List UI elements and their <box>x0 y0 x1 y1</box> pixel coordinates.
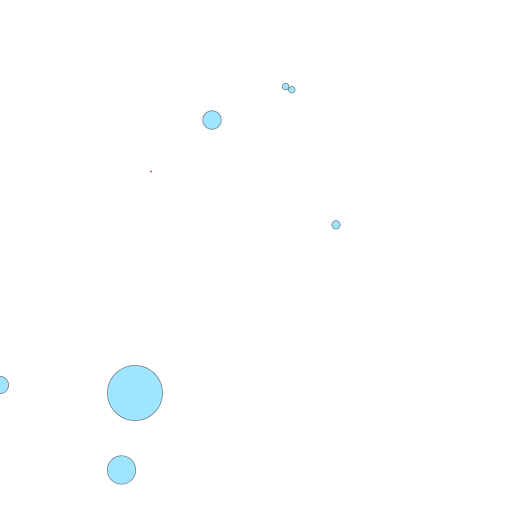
marker-left-edge[interactable] <box>0 376 9 394</box>
marker-tiny-dot[interactable] <box>150 170 152 173</box>
marker-lower[interactable] <box>106 455 137 485</box>
marker-large[interactable] <box>107 365 163 421</box>
marker-top-right-a[interactable] <box>281 82 290 91</box>
marker-right-middle[interactable] <box>331 220 341 230</box>
marker-upper-middle[interactable] <box>202 110 222 130</box>
marker-top-right-b[interactable] <box>288 86 296 94</box>
